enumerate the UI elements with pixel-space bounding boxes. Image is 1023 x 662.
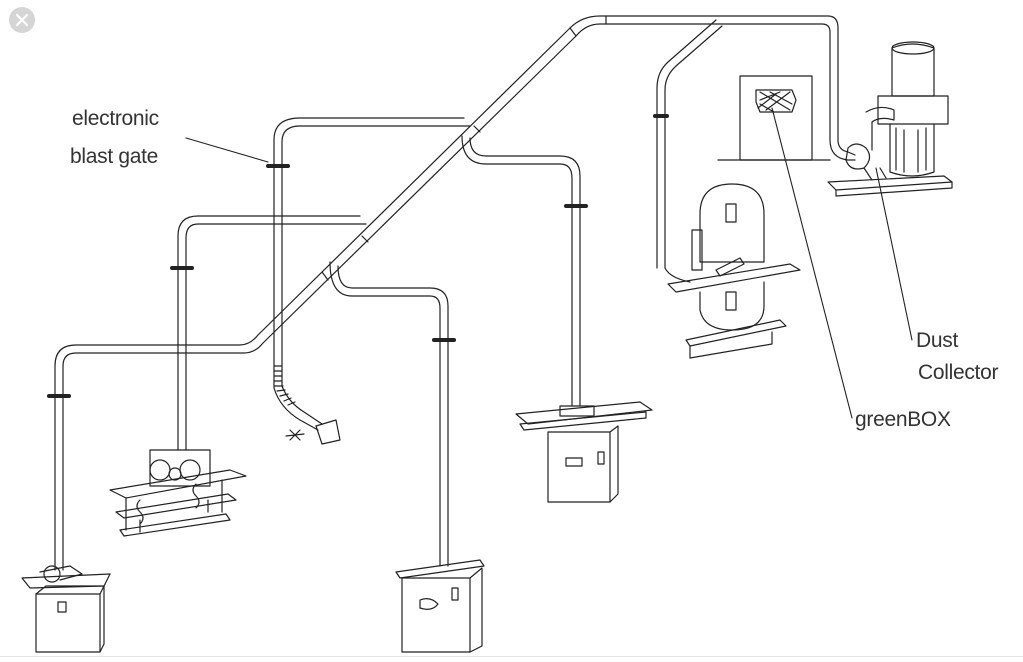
leader-lines [185,107,913,419]
dust-collector-label-line1: Dust [916,329,958,352]
bottom-divider [0,656,1023,657]
dust-collector-label-line2: Collector [918,361,999,384]
jointer [515,394,653,503]
band-saw [667,183,801,359]
table-saw [395,555,485,653]
blast-gate-label-line2: blast gate [70,145,159,168]
planer-branch [170,215,367,451]
close-button[interactable] [9,7,35,33]
miter-saw [21,565,111,653]
blast-gate-branch [266,117,471,445]
main-duct [54,15,856,396]
dust-collector [827,41,953,197]
close-icon [15,13,29,27]
tablesaw-branch [329,261,456,557]
planer-machine [109,449,247,537]
jointer-branch [461,135,588,396]
greenbox-unit [717,75,831,161]
blast-gate-label-line1: electronic [72,107,159,130]
bandsaw-branch [653,19,723,283]
greenbox-label: greenBOX [855,408,951,431]
